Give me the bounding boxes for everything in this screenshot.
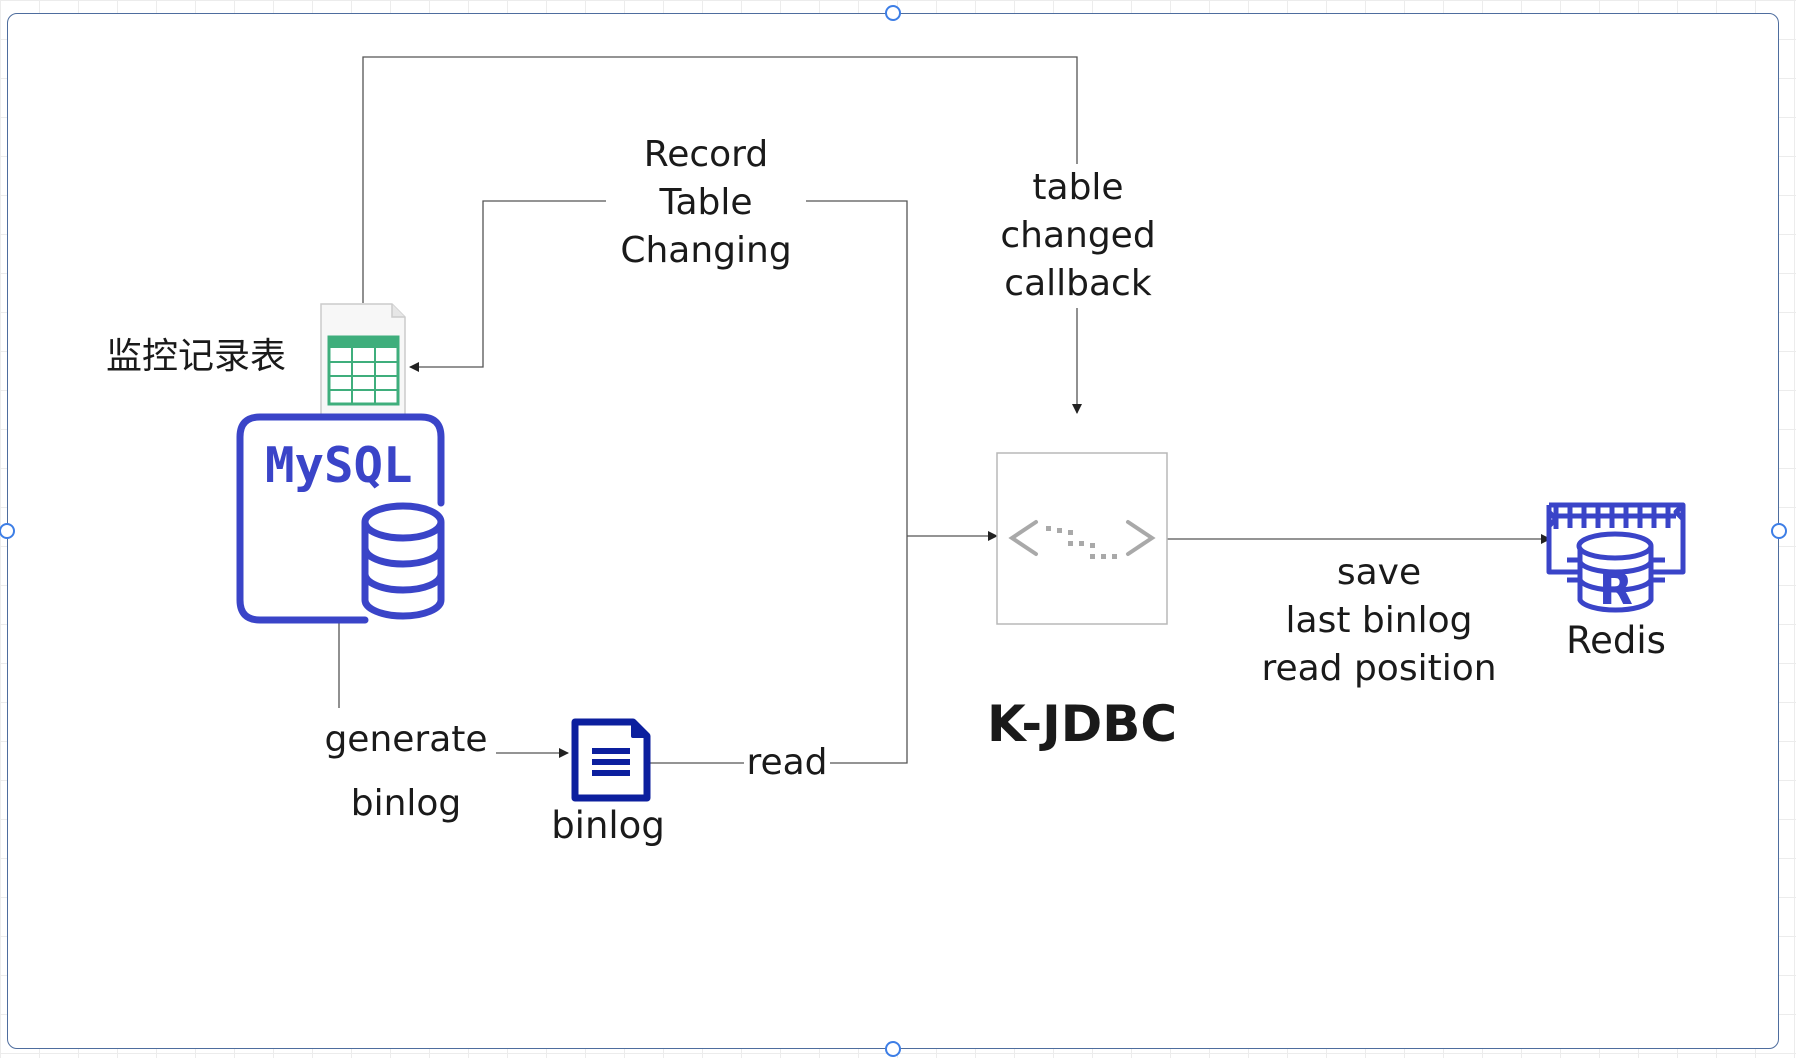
redis-label: Redis	[1566, 619, 1666, 662]
handle-bottom	[885, 1041, 901, 1057]
selection-handles[interactable]	[0, 5, 1787, 1057]
mysql-label: MySQL	[265, 437, 413, 494]
redis-icon[interactable]	[1546, 502, 1686, 613]
edge-record-table-changing[interactable]	[409, 200, 908, 536]
record-table-changing-label: Record Table Changing	[606, 131, 806, 275]
save-position-label: save last binlog read position	[1261, 552, 1497, 689]
generate-binlog-label: generate binlog	[316, 708, 496, 836]
read-label: read	[744, 739, 830, 787]
binlog-label: binlog	[551, 804, 665, 847]
kjdbc-label: K-JDBC	[986, 695, 1178, 753]
edge-read[interactable]	[650, 536, 908, 764]
monitor-table-label: 监控记录表	[105, 336, 286, 377]
spreadsheet-icon[interactable]	[320, 303, 406, 417]
mysql-database-icon[interactable]: MySQL	[236, 413, 445, 624]
table-changed-callback-label: table changed callback	[988, 164, 1168, 308]
binlog-document-icon[interactable]	[571, 718, 651, 802]
handle-left	[0, 523, 15, 539]
handle-right	[1771, 523, 1787, 539]
database-cylinder-icon	[361, 502, 445, 620]
handle-top	[885, 5, 901, 21]
diagram-frame[interactable]	[7, 13, 1779, 1049]
redis-letter: R	[1599, 564, 1633, 615]
kjdbc-component-icon[interactable]	[996, 452, 1168, 625]
